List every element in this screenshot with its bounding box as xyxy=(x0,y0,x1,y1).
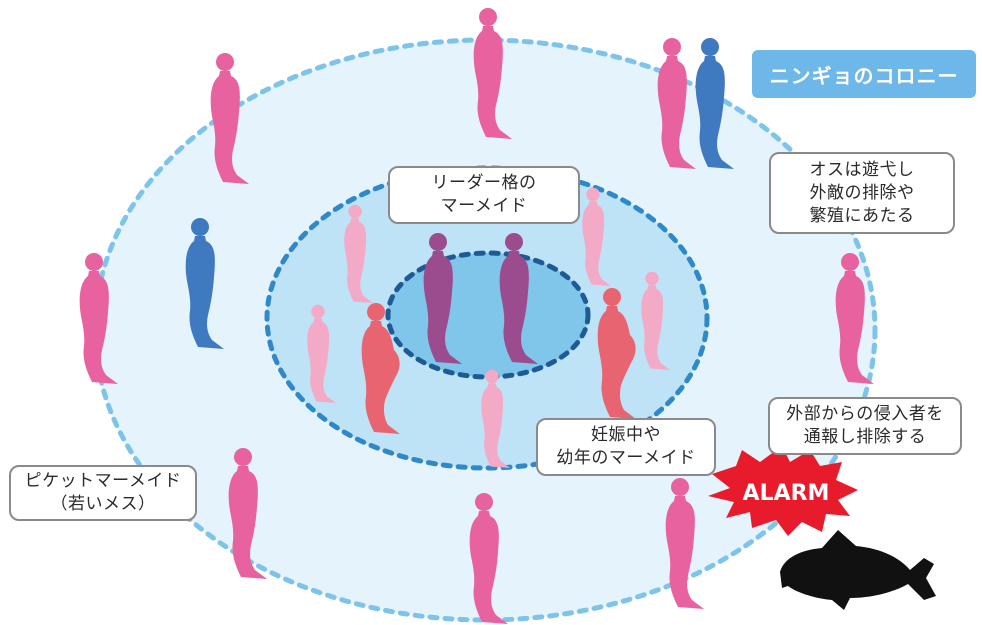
inner-ring xyxy=(385,250,591,380)
callout-line: （若いメス） xyxy=(50,494,156,514)
diagram-title: ニンギョのコロニー xyxy=(752,50,976,98)
callout-line: リーダー格の xyxy=(431,173,537,193)
callout-line: 妊娠中や xyxy=(591,425,661,445)
callout-pregnant: 妊娠中や 幼年のマーメイド xyxy=(536,418,716,476)
callout-line: オスは遊弋し xyxy=(809,159,915,180)
callout-males: オスは遊弋し 外敵の排除や 繁殖にあたる xyxy=(769,152,955,234)
callout-line: 外敵の排除や xyxy=(809,182,915,203)
callout-line: 外部からの侵入者を xyxy=(786,404,944,424)
callout-line: マーメイド xyxy=(440,196,528,216)
callout-leader: リーダー格の マーメイド xyxy=(388,166,580,224)
callout-picket: ピケットマーメイド （若いメス） xyxy=(9,465,197,521)
callout-line: ピケットマーメイド xyxy=(24,471,182,491)
alarm-text: ALARM xyxy=(743,481,830,506)
callout-line: 幼年のマーメイド xyxy=(556,448,696,468)
callout-line: 繁殖にあたる xyxy=(809,205,915,226)
orca-icon xyxy=(780,530,936,610)
alarm-burst: ALARM xyxy=(708,446,858,536)
callout-line: 通報し排除する xyxy=(803,427,927,447)
callout-intruder: 外部からの侵入者を 通報し排除する xyxy=(768,397,962,455)
